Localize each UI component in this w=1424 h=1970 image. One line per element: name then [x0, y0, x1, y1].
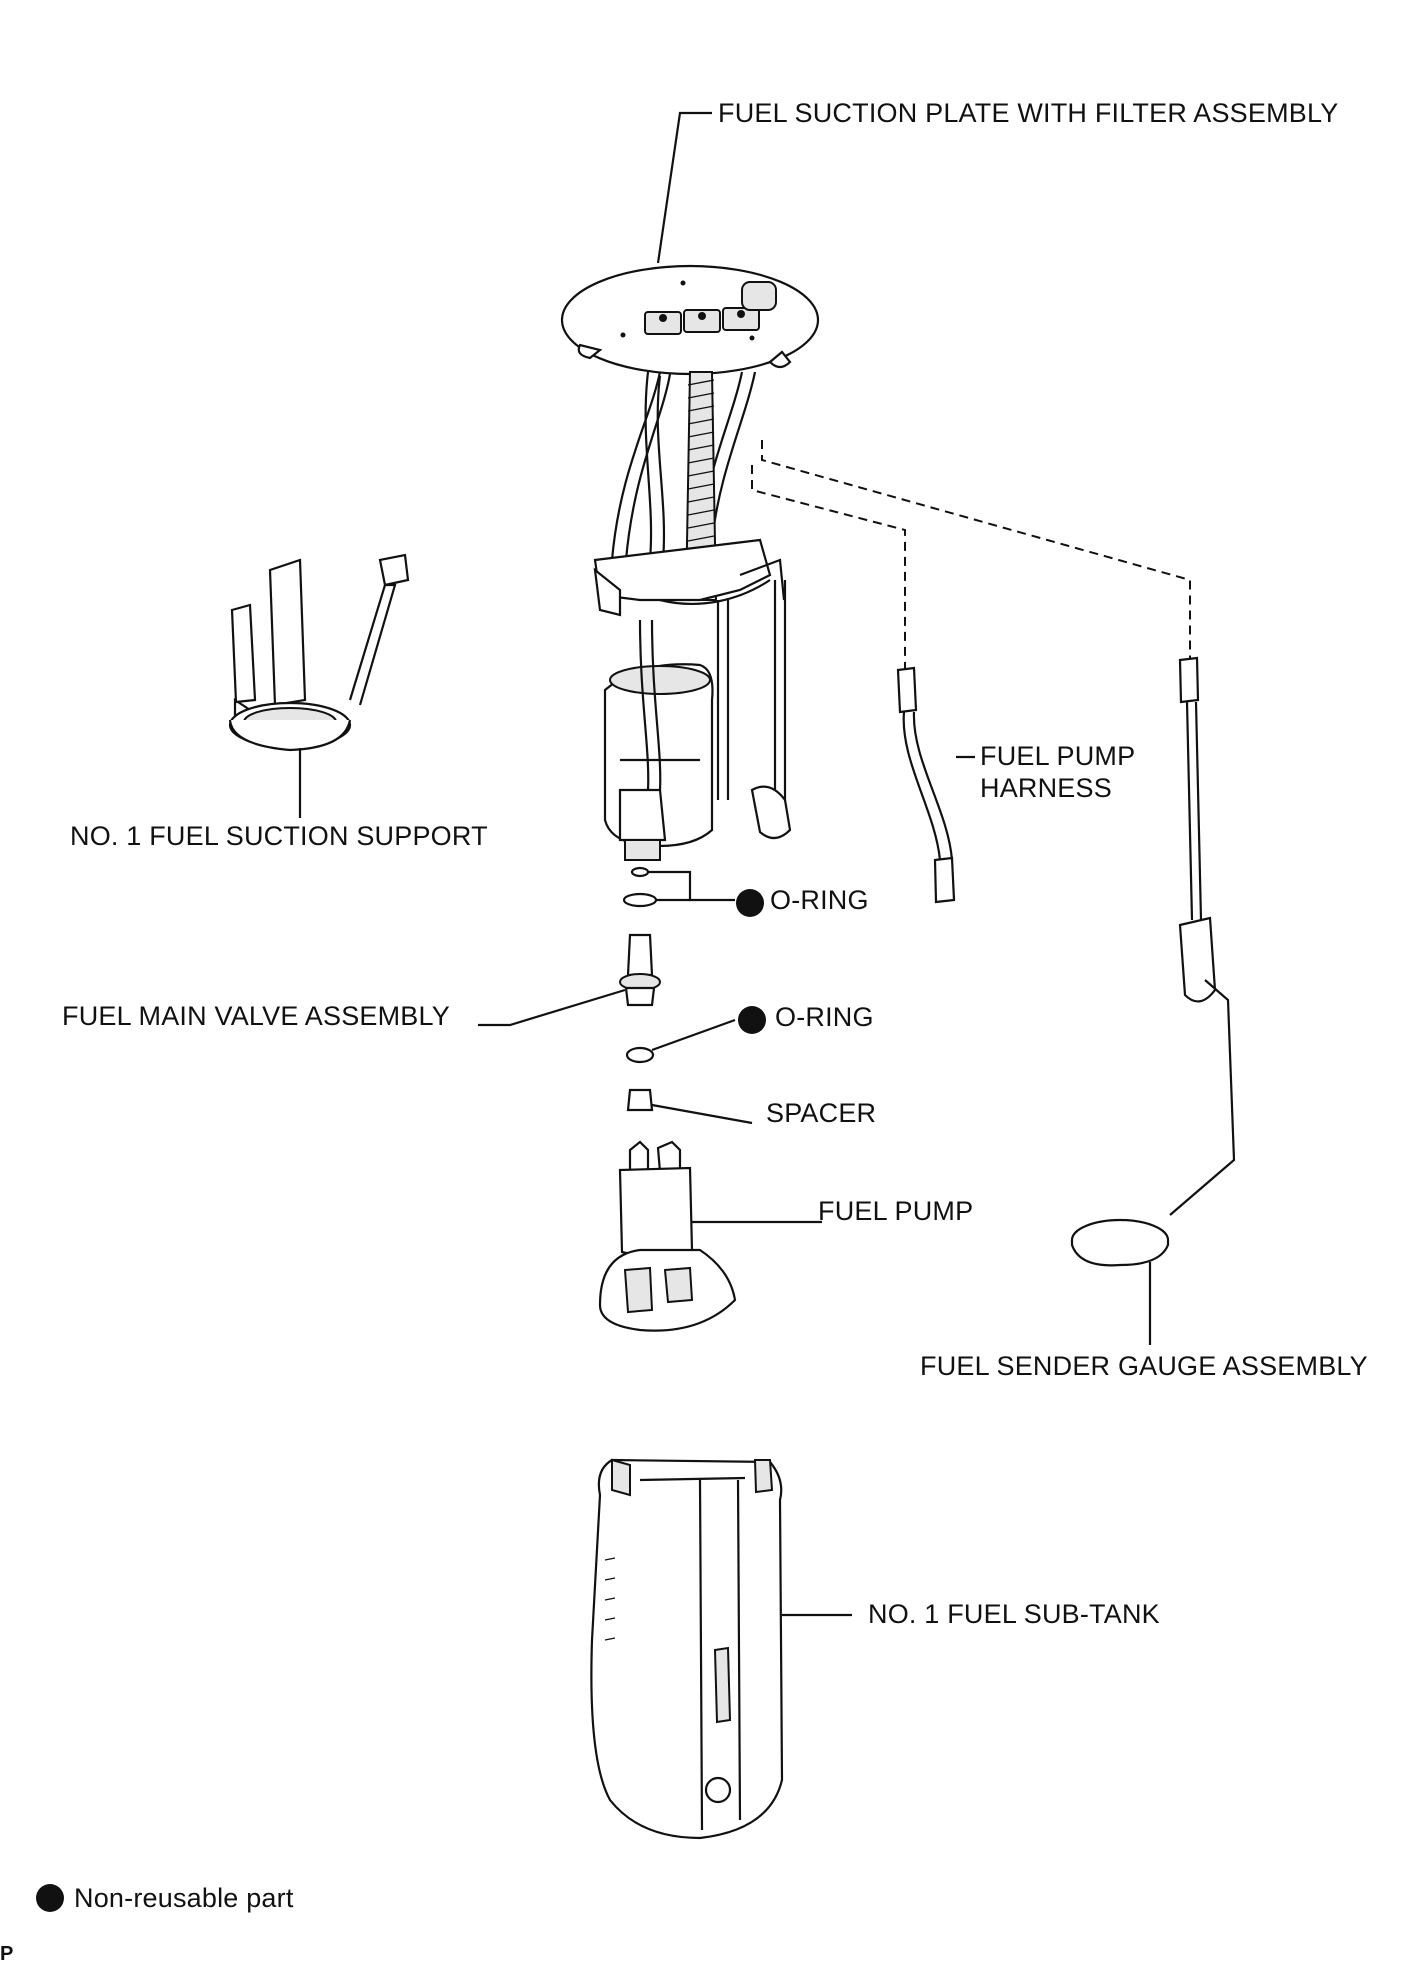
corner-mark: P: [0, 1943, 14, 1965]
label-o-ring-1: O-RING: [770, 885, 869, 915]
label-fuel-main-valve: FUEL MAIN VALVE ASSEMBLY: [62, 1001, 450, 1031]
legend-text: Non-reusable part: [74, 1883, 294, 1913]
o-ring-pair-drawing: [622, 866, 735, 908]
label-o-ring-2: O-RING: [775, 1002, 874, 1032]
label-fuel-sender-gauge: FUEL SENDER GAUGE ASSEMBLY: [920, 1351, 1368, 1381]
o-ring-single-drawing: [625, 1018, 736, 1064]
spacer-drawing: [626, 1088, 753, 1125]
label-fuel-suction-support: NO. 1 FUEL SUCTION SUPPORT: [70, 821, 488, 851]
gauge-connector-dash: [761, 440, 1191, 660]
fuel-suction-support-drawing: [228, 553, 410, 818]
non-reusable-mark-2: [738, 1006, 766, 1034]
fuel-suction-plate-drawing: [560, 111, 820, 861]
label-spacer: SPACER: [766, 1098, 877, 1128]
label-fuel-pump: FUEL PUMP: [818, 1196, 974, 1226]
fuel-pump-drawing: [598, 1140, 822, 1332]
label-fuel-pump-harness-line1: FUEL PUMP: [980, 741, 1136, 771]
fuel-pump-harness-drawing: [896, 666, 975, 904]
label-fuel-pump-harness-line2: HARNESS: [980, 773, 1112, 803]
fuel-sub-tank-drawing: [590, 1458, 852, 1840]
label-fuel-sub-tank: NO. 1 FUEL SUB-TANK: [868, 1599, 1160, 1629]
fuel-sender-gauge-drawing: [1070, 656, 1236, 1345]
fuel-main-valve-drawing: [478, 933, 661, 1027]
legend-non-reusable-icon: [36, 1884, 64, 1912]
label-fuel-suction-plate: FUEL SUCTION PLATE WITH FILTER ASSEMBLY: [718, 98, 1339, 128]
non-reusable-mark-1: [736, 889, 764, 917]
